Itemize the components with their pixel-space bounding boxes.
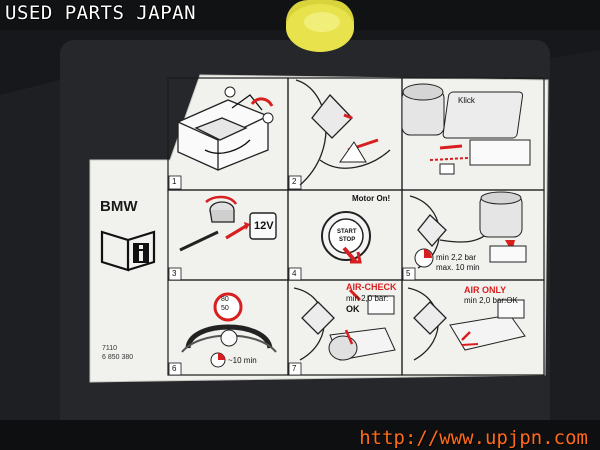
voltage-label: 12V	[254, 220, 274, 232]
part-code-1: 7110	[102, 345, 118, 352]
air-only-title: AIR ONLY	[464, 285, 507, 295]
air-check-pressure: min 2,0 bar:	[346, 294, 389, 303]
time-max-label: max. 10 min	[436, 263, 480, 272]
watermark-url: http://www.upjpn.com	[359, 427, 588, 449]
start-button-label: START	[337, 229, 357, 235]
drive-time-label: ~10 min	[228, 356, 257, 365]
instruction-sticker	[89, 74, 549, 383]
panel-number-5: 5	[406, 269, 411, 278]
part-code-2: 6 850 380	[102, 354, 134, 361]
motor-on-caption: Motor On!	[352, 194, 391, 203]
speed-top-label: 80	[221, 296, 229, 303]
brand-name: BMW	[100, 198, 138, 215]
panel-number-2: 2	[292, 177, 297, 186]
air-check-ok: OK	[346, 304, 360, 314]
air-only-pressure: min 2,0 bar:OK	[464, 296, 518, 305]
speed-bottom-label: 50	[221, 305, 229, 312]
pressure-min-label: min 2,2 bar	[436, 253, 477, 262]
panel-number-1: 1	[172, 177, 177, 186]
yellow-cap	[286, 0, 354, 52]
stop-button-label: STOP	[339, 237, 356, 243]
panel-number-7: 7	[292, 364, 297, 373]
panel-number-6: 6	[172, 364, 177, 373]
klick-badge: Klick	[458, 96, 475, 105]
panel-number-3: 3	[172, 269, 177, 278]
panel-number-4: 4	[292, 269, 297, 278]
watermark-top: USED PARTS JAPAN	[5, 2, 197, 24]
air-check-title: AIR-CHECK	[346, 282, 397, 292]
